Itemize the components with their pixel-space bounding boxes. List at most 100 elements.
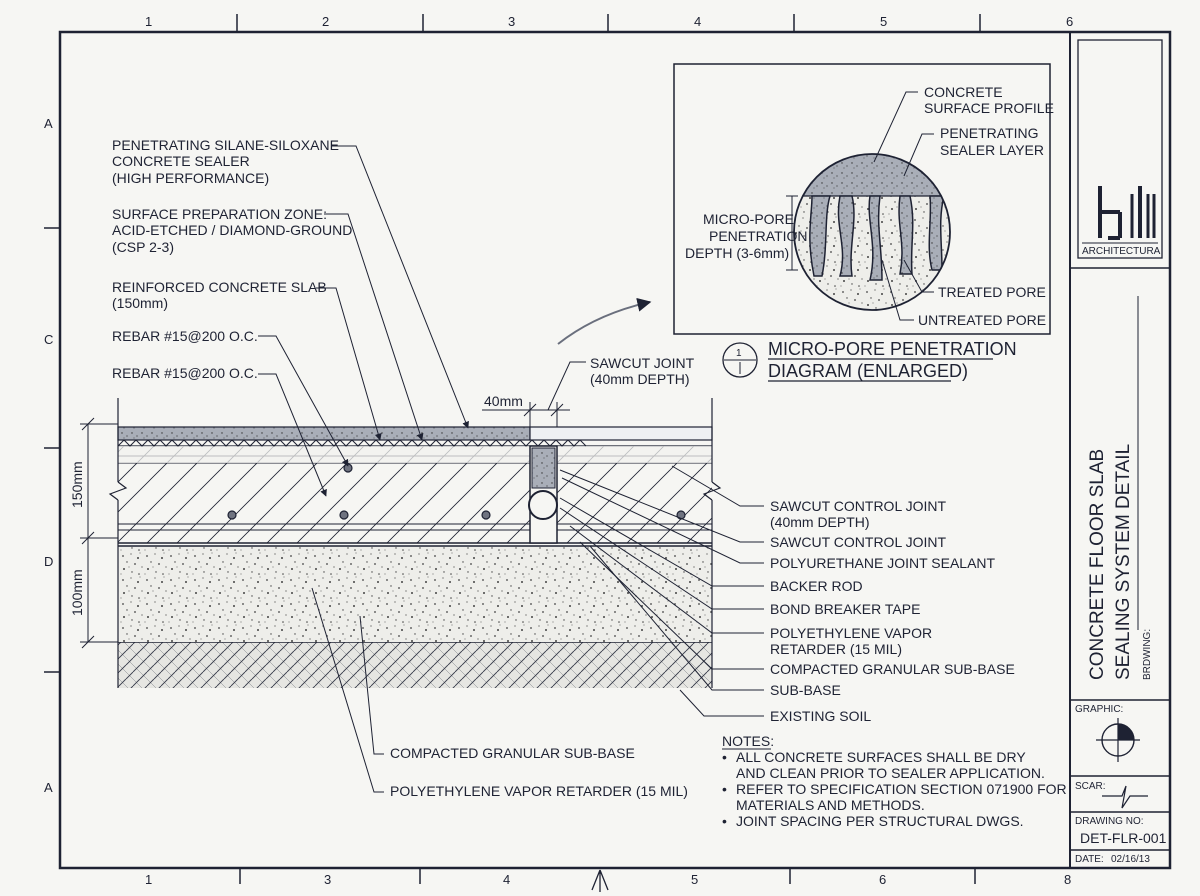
dimension-40-label: 40mm xyxy=(484,393,523,409)
inset-labels: CONCRETE SURFACE PROFILE PENETRATING SEA… xyxy=(685,84,1054,328)
label-slab: REINFORCED CONCRETE SLAB (150mm) xyxy=(112,279,327,311)
title-block: ARCHITECTURA CONCRETE FLOOR SLAB SEALING… xyxy=(1070,39,1170,865)
svg-text:3: 3 xyxy=(508,14,515,29)
sheet-border xyxy=(58,30,1172,870)
label-surface-prep: SURFACE PREPARATION ZONE: ACID-ETCHED / … xyxy=(112,206,352,255)
existing-soil-layer xyxy=(118,641,712,688)
svg-text:(40mm DEPTH): (40mm DEPTH) xyxy=(770,514,870,530)
north-arrow-icon xyxy=(591,869,609,892)
svg-text:MICRO-PORE: MICRO-PORE xyxy=(703,211,794,227)
callout-arrow xyxy=(557,297,652,345)
label-subbase-bottom: COMPACTED GRANULAR SUB-BASE xyxy=(390,745,635,761)
svg-text:DET-FLR-001: DET-FLR-001 xyxy=(1080,830,1167,846)
svg-text:RETARDER (15 MIL): RETARDER (15 MIL) xyxy=(770,641,902,657)
svg-text:DEPTH (3-6mm): DEPTH (3-6mm) xyxy=(685,245,789,261)
grid-markers-top: 1 2 3 4 5 6 xyxy=(145,14,1073,29)
svg-text:A: A xyxy=(44,780,53,795)
svg-text:1: 1 xyxy=(736,348,742,359)
right-labels: SAWCUT CONTROL JOINT (40mm DEPTH) SAWCUT… xyxy=(770,498,1015,724)
svg-text:TREATED PORE: TREATED PORE xyxy=(938,284,1046,300)
svg-text:SAWCUT JOINT: SAWCUT JOINT xyxy=(590,355,695,371)
svg-text:(40mm DEPTH): (40mm DEPTH) xyxy=(590,371,690,387)
svg-text:1: 1 xyxy=(145,14,152,29)
svg-text:COMPACTED GRANULAR SUB-BASE: COMPACTED GRANULAR SUB-BASE xyxy=(770,661,1015,677)
svg-text:SEALING SYSTEM DETAIL: SEALING SYSTEM DETAIL xyxy=(1113,444,1134,680)
rebar-dots xyxy=(227,463,686,520)
svg-text:(HIGH PERFORMANCE): (HIGH PERFORMANCE) xyxy=(112,170,269,186)
svg-text:DRAWING NO:: DRAWING NO: xyxy=(1075,816,1144,827)
svg-text:POLYURETHANE JOINT SEALANT: POLYURETHANE JOINT SEALANT xyxy=(770,555,996,571)
svg-text:SEALER LAYER: SEALER LAYER xyxy=(940,142,1044,158)
notes-block: NOTES: • ALL CONCRETE SURFACES SHALL BE … xyxy=(722,733,1067,829)
label-rebar-top: REBAR #15@200 O.C. xyxy=(112,328,258,344)
svg-text:UNTREATED PORE: UNTREATED PORE xyxy=(918,312,1046,328)
svg-text:4: 4 xyxy=(503,872,510,887)
svg-text:D: D xyxy=(44,554,53,569)
label-vapor-bottom: POLYETHYLENE VAPOR RETARDER (15 MIL) xyxy=(390,783,688,799)
svg-text:6: 6 xyxy=(1066,14,1073,29)
svg-text:BRDWING:: BRDWING: xyxy=(1142,629,1153,680)
svg-text:REINFORCED CONCRETE SLAB: REINFORCED CONCRETE SLAB xyxy=(112,279,327,295)
svg-text:ARCHITECTURA: ARCHITECTURA xyxy=(1082,246,1161,257)
svg-text:SUB-BASE: SUB-BASE xyxy=(770,682,841,698)
inset-title: 1 MICRO-PORE PENETRATION DIAGRAM (ENLARG… xyxy=(722,339,1017,382)
svg-text:PENETRATING SILANE-SILOXANE: PENETRATING SILANE-SILOXANE xyxy=(112,137,339,153)
svg-text:3: 3 xyxy=(324,872,331,887)
inset-leaders xyxy=(873,91,934,321)
svg-text:•: • xyxy=(722,813,727,829)
label-sealer: PENETRATING SILANE-SILOXANE CONCRETE SEA… xyxy=(112,137,339,186)
sealer-layer xyxy=(117,426,713,441)
svg-text:6: 6 xyxy=(879,872,886,887)
svg-text:SAWCUT CONTROL JOINT: SAWCUT CONTROL JOINT xyxy=(770,498,946,514)
svg-text:NOTES:: NOTES: xyxy=(722,733,774,749)
surface-profile-teeth xyxy=(117,439,587,447)
svg-text:5: 5 xyxy=(880,14,887,29)
svg-text:JOINT SPACING PER STRUCTURAL D: JOINT SPACING PER STRUCTURAL DWGS. xyxy=(736,813,1024,829)
label-sawcut-top: SAWCUT JOINT (40mm DEPTH) xyxy=(590,355,695,387)
granular-subbase-layer xyxy=(118,542,712,642)
svg-text:(CSP 2-3): (CSP 2-3) xyxy=(112,239,174,255)
grid-markers-left: A C D A xyxy=(44,116,53,795)
svg-text:02/16/13: 02/16/13 xyxy=(1111,854,1150,865)
dimension-150 xyxy=(80,417,118,545)
treated-pores xyxy=(809,195,945,281)
inset-depth-bracket xyxy=(786,195,798,271)
sawcut-joint xyxy=(528,445,558,544)
svg-text:CONCRETE SEALER: CONCRETE SEALER xyxy=(112,153,250,169)
label-rebar-bottom: REBAR #15@200 O.C. xyxy=(112,365,258,381)
grid-top-ticks xyxy=(44,14,981,884)
svg-text:BACKER ROD: BACKER ROD xyxy=(770,578,863,594)
svg-text:SAWCUT CONTROL JOINT: SAWCUT CONTROL JOINT xyxy=(770,534,946,550)
svg-text:ALL CONCRETE SURFACES SHALL BE: ALL CONCRETE SURFACES SHALL BE DRY xyxy=(736,749,1026,765)
svg-text:CONCRETE FLOOR SLAB: CONCRETE FLOOR SLAB xyxy=(1087,449,1108,680)
section-break-lines xyxy=(108,398,722,688)
svg-text:•: • xyxy=(722,781,727,797)
graphic-scale-icon xyxy=(1096,718,1140,762)
concrete-slab xyxy=(117,439,712,543)
svg-text:GRAPHIC:: GRAPHIC: xyxy=(1075,704,1123,715)
svg-text:CONCRETE: CONCRETE xyxy=(924,84,1003,100)
svg-text:A: A xyxy=(44,116,53,131)
svg-text:(150mm): (150mm) xyxy=(112,295,168,311)
dimension-100 xyxy=(80,538,118,649)
svg-text:8: 8 xyxy=(1064,872,1071,887)
svg-text:BOND BREAKER TAPE: BOND BREAKER TAPE xyxy=(770,601,920,617)
dimension-100-label: 100mm xyxy=(69,569,85,616)
svg-text:SURFACE PROFILE: SURFACE PROFILE xyxy=(924,100,1054,116)
svg-text:2: 2 xyxy=(322,14,329,29)
inset-diagram: CONCRETE SURFACE PROFILE PENETRATING SEA… xyxy=(673,63,1054,335)
architectura-logo xyxy=(1098,186,1156,240)
dimension-40 xyxy=(482,402,570,427)
svg-text:ACID-ETCHED / DIAMOND-GROUND: ACID-ETCHED / DIAMOND-GROUND xyxy=(112,222,352,238)
svg-text:MICRO-PORE PENETRATION: MICRO-PORE PENETRATION xyxy=(768,339,1017,359)
svg-text:DIAGRAM (ENLARGED): DIAGRAM (ENLARGED) xyxy=(768,361,968,381)
backer-rod xyxy=(528,490,558,520)
svg-text:MATERIALS AND METHODS.: MATERIALS AND METHODS. xyxy=(736,797,925,813)
dimension-150-label: 150mm xyxy=(69,461,85,508)
svg-text:SCAR:: SCAR: xyxy=(1075,781,1106,792)
svg-text:AND CLEAN PRIOR TO SEALER APPL: AND CLEAN PRIOR TO SEALER APPLICATION. xyxy=(736,765,1045,781)
svg-text:•: • xyxy=(722,749,727,765)
svg-text:REFER TO SPECIFICATION SECTION: REFER TO SPECIFICATION SECTION 071900 FO… xyxy=(736,781,1067,797)
svg-text:4: 4 xyxy=(694,14,701,29)
